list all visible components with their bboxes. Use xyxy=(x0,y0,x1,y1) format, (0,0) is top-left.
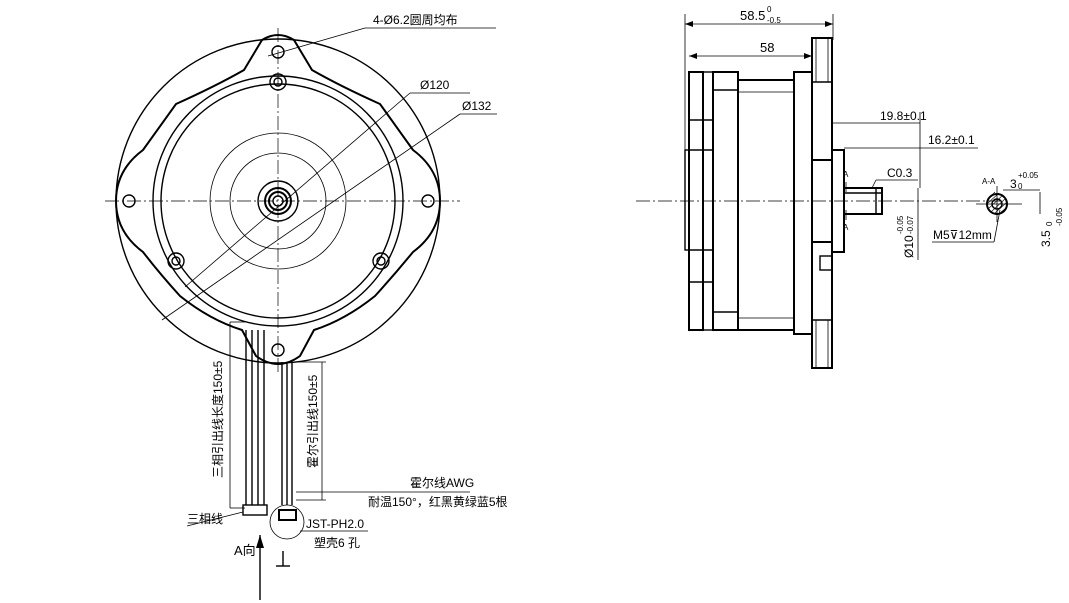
dia-outer-label: Ø132 xyxy=(462,99,492,113)
front-view: 4-Ø6.2圆周均布 Ø120 Ø132 三相引出线长度150±5 霍尔引出线1… xyxy=(105,13,508,600)
connector-label: JST-PH2.0 xyxy=(306,517,364,531)
body-length-label: 58 xyxy=(760,40,774,55)
thread-label: M5 xyxy=(933,228,950,242)
jst-connector xyxy=(278,509,297,521)
dia-inner-label: Ø120 xyxy=(420,78,450,92)
overall-length-lower-tol: -0.5 xyxy=(767,16,781,25)
connector-housing-label: 塑壳6 孔 xyxy=(314,535,360,550)
flat-width-upper-tol: +0.05 xyxy=(1018,171,1039,180)
bearing-circle xyxy=(257,180,299,222)
housing-front-step xyxy=(793,71,813,335)
flat-depth-lower-tol: -0.05 xyxy=(1055,207,1064,226)
mount-hole-top xyxy=(271,45,285,59)
shaft xyxy=(843,187,883,215)
overall-length-upper-tol: 0 xyxy=(767,5,772,14)
section-label: A-A xyxy=(982,177,996,186)
connector-detail-circle xyxy=(269,504,305,540)
shaft-len1-label: 19.8±0.1 xyxy=(880,109,927,123)
mount-flange xyxy=(811,37,833,369)
side-view: 58.5 0 -0.5 58 xyxy=(636,5,1001,369)
flat-symbol xyxy=(276,551,290,567)
shaft-dia-lower-tol: -0.07 xyxy=(906,215,915,234)
flat-depth-upper-tol: 0 xyxy=(1045,221,1054,226)
hall-length-label: 霍尔引出线150±5 xyxy=(305,374,320,468)
section-thread-circle xyxy=(991,198,1003,210)
hall-wire-spec: 耐温150°，红黑黄绿蓝5根 xyxy=(368,494,508,509)
shaft-len2-label: 16.2±0.1 xyxy=(928,133,975,147)
dia-inner-leader xyxy=(184,92,411,288)
shaft-thread-circle xyxy=(272,195,284,207)
mount-hole-bottom xyxy=(271,343,285,357)
phase-wire-bundle xyxy=(242,330,268,516)
body-circle xyxy=(152,75,404,327)
view-arrow-head xyxy=(256,535,264,548)
section-shaft-circle xyxy=(986,193,1008,215)
screw-lower-left xyxy=(167,252,185,270)
flat-width-lower-tol: 0 xyxy=(1018,182,1023,191)
chamfer-label: C0.3 xyxy=(887,166,913,180)
view-direction-label: A向 xyxy=(234,543,256,558)
hall-wire-label: 霍尔线AWG xyxy=(410,475,474,490)
mount-hole-left xyxy=(122,194,136,208)
dia-outer-leader xyxy=(161,113,461,321)
hole-callout: 4-Ø6.2圆周均布 xyxy=(373,13,458,27)
flange-outline xyxy=(114,34,442,365)
section-mark-bottom: A xyxy=(843,223,849,232)
section-hatching xyxy=(987,191,1007,214)
hub-circle-outer xyxy=(209,132,347,270)
overall-length-label: 58.5 xyxy=(740,8,765,23)
thread-depth-label: 12mm xyxy=(958,228,991,242)
shaft-circle xyxy=(264,187,292,215)
shaft-dia-upper-tol: -0.05 xyxy=(896,215,905,234)
phase-length-label: 三相引出线长度150±5 xyxy=(210,360,225,478)
flat-width-label: 3 xyxy=(1010,177,1017,191)
phase-wire-label: 三相线 xyxy=(187,512,223,526)
svg-text:M5⊽12mm: M5⊽12mm xyxy=(933,228,992,242)
hall-wire-bundle xyxy=(269,362,305,540)
thread-depth-symbol: ⊽ xyxy=(950,228,959,242)
hole-leader xyxy=(267,27,366,57)
mount-hole-right xyxy=(421,194,435,208)
section-view: A-A 3 +0.05 0 3.5 0 -0.05 xyxy=(976,171,1064,247)
body-inner-circle xyxy=(160,83,396,319)
flat-depth-label: 3.5 xyxy=(1039,230,1053,247)
shaft-inner-circle xyxy=(268,191,288,211)
housing-body xyxy=(737,79,795,331)
shaft-dia-label: Ø10 xyxy=(902,235,916,258)
hub-circle-mid xyxy=(229,152,327,250)
section-mark-top: A xyxy=(843,170,849,179)
screw-top xyxy=(269,73,287,91)
screw-lower-right xyxy=(372,252,390,270)
